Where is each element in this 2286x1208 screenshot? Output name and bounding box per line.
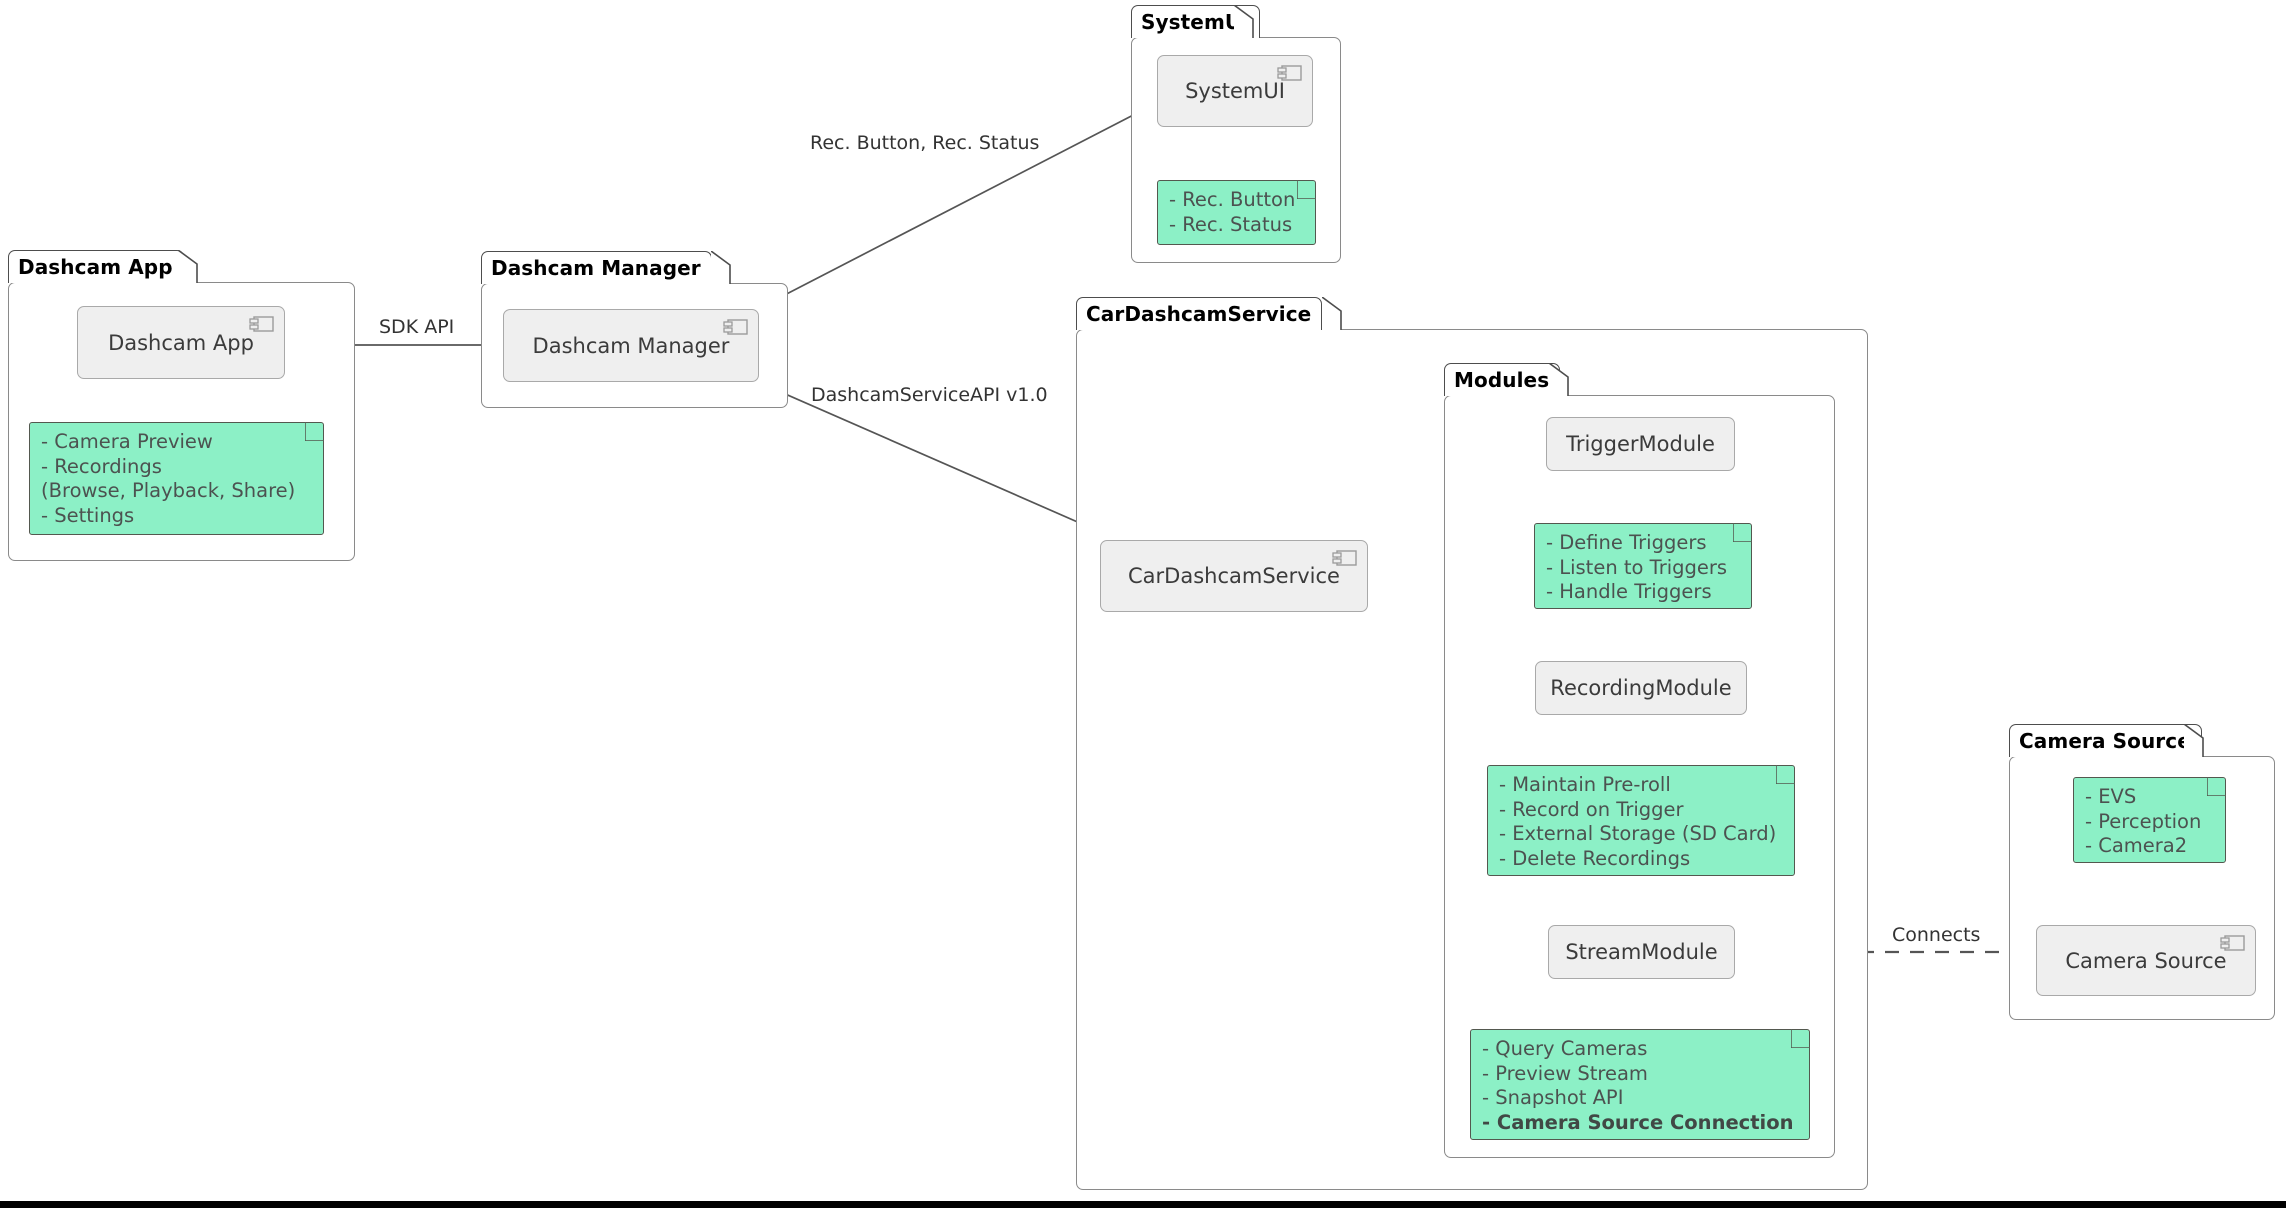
note-fold-corner-icon (1297, 180, 1316, 199)
component-trigger-module[interactable]: TriggerModule (1546, 417, 1735, 471)
component-label-systemui: SystemUI (1185, 79, 1285, 103)
component-label-dashcam-app: Dashcam App (108, 330, 254, 355)
note-fold-corner-icon (1791, 1029, 1810, 1048)
edge-manager-to-systemui (741, 109, 1144, 318)
note-line: - Snapshot API (1482, 1086, 1624, 1109)
note-line: - Camera Source Connection (1482, 1110, 1794, 1134)
package-tab-modules: Modules (1444, 363, 1561, 396)
component-recording-module[interactable]: RecordingModule (1535, 661, 1747, 715)
bottom-edge-bar (0, 1201, 2286, 1208)
component-label-trigger-module: TriggerModule (1566, 432, 1715, 456)
note-stream-module: - Query Cameras - Preview Stream - Snaps… (1470, 1029, 1810, 1140)
component-dashcam-manager[interactable]: Dashcam Manager (503, 309, 759, 382)
note-line: - Rec. Status (1169, 212, 1293, 236)
note-line: - Record on Trigger (1499, 797, 1684, 821)
component-label-dashcam-manager: Dashcam Manager (532, 333, 730, 358)
note-line: - Settings (41, 503, 135, 527)
note-fold-corner-icon (1776, 765, 1795, 784)
note-camera-source: - EVS - Perception - Camera2 (2073, 777, 2226, 863)
note-line: - Query Cameras (1482, 1037, 1648, 1060)
package-label-systemui: SystemUI (1141, 10, 1249, 34)
package-label-modules: Modules (1454, 368, 1550, 392)
component-icon (1332, 550, 1357, 566)
note-fold-corner-icon (2207, 777, 2226, 796)
package-tab-dashcam-manager: Dashcam Manager (481, 251, 712, 284)
edge-label-connects: Connects (1886, 924, 1987, 946)
component-label-stream-module: StreamModule (1565, 940, 1718, 964)
edge-label-sdk-api: SDK API (379, 316, 455, 338)
component-systemui[interactable]: SystemUI (1157, 55, 1313, 127)
note-line: - Define Triggers (1546, 531, 1707, 554)
component-icon (2220, 935, 2245, 951)
component-cardashcamservice[interactable]: CarDashcamService (1100, 540, 1368, 612)
note-line: - Camera Preview (41, 430, 213, 453)
component-stream-module[interactable]: StreamModule (1548, 925, 1735, 979)
note-fold-corner-icon (305, 422, 324, 441)
package-tab-cardashcamservice: CarDashcamService (1076, 297, 1323, 330)
package-tab-dashcam-app: Dashcam App (8, 250, 184, 283)
component-label-camera-source: Camera Source (2065, 948, 2227, 973)
note-trigger-module: - Define Triggers - Listen to Triggers -… (1534, 523, 1752, 609)
component-label-recording-module: RecordingModule (1550, 676, 1732, 700)
note-line: - Delete Recordings (1499, 846, 1691, 870)
component-icon (249, 316, 274, 332)
package-tab-slant-camera-source (2184, 724, 2204, 757)
note-recording-module: - Maintain Pre-roll - Record on Trigger … (1487, 765, 1795, 876)
edge-label-rec-button-status: Rec. Button, Rec. Status (810, 132, 1040, 154)
note-line: - Perception (2085, 809, 2202, 833)
component-icon (1277, 65, 1302, 81)
package-label-cardashcamservice: CarDashcamService (1086, 302, 1312, 326)
component-dashcam-app[interactable]: Dashcam App (77, 306, 285, 379)
component-label-cardashcamservice: CarDashcamService (1128, 564, 1340, 588)
package-label-dashcam-app: Dashcam App (18, 255, 173, 279)
package-tab-slant-systemui (1234, 5, 1254, 38)
note-systemui: - Rec. Button - Rec. Status (1157, 180, 1316, 245)
note-line: - Preview Stream (1482, 1061, 1648, 1085)
note-line: - Recordings (41, 454, 162, 478)
package-label-dashcam-manager: Dashcam Manager (491, 256, 701, 280)
note-line: - Listen to Triggers (1546, 555, 1728, 579)
package-label-camera-source: Camera Source (2019, 729, 2191, 753)
component-camera-source[interactable]: Camera Source (2036, 925, 2256, 996)
note-dashcam-app: - Camera Preview - Recordings (Browse, P… (29, 422, 324, 535)
package-tab-slant-dashcam-manager (711, 251, 731, 284)
package-tab-slant-dashcam-app (178, 250, 198, 283)
component-icon (723, 319, 748, 335)
note-line: - Rec. Button (1169, 188, 1296, 211)
note-line: - External Storage (SD Card) (1499, 822, 1777, 845)
note-line: - EVS (2085, 785, 2137, 808)
package-tab-camera-source: Camera Source (2009, 724, 2202, 757)
note-fold-corner-icon (1733, 523, 1752, 542)
note-line: - Handle Triggers (1546, 580, 1712, 603)
package-tab-slant-cardashcamservice (1322, 297, 1342, 330)
package-tab-slant-modules (1549, 363, 1569, 396)
note-line: - Maintain Pre-roll (1499, 773, 1671, 796)
note-line: (Browse, Playback, Share) (41, 479, 296, 502)
edge-label-dashcamserviceapi: DashcamServiceAPI v1.0 (811, 384, 1048, 406)
note-line: - Camera2 (2085, 834, 2188, 857)
